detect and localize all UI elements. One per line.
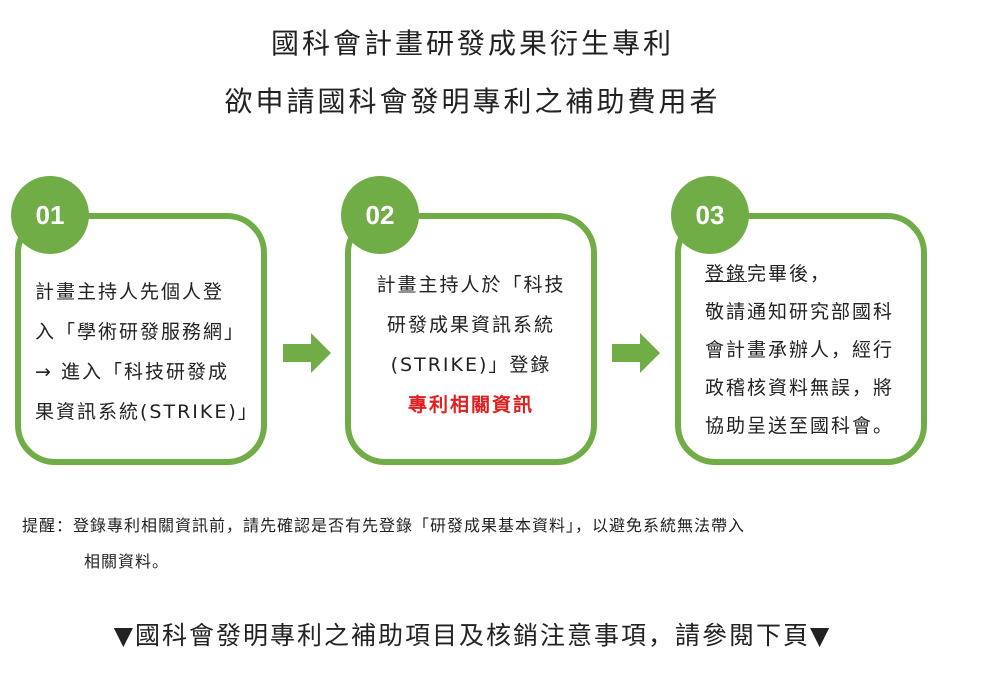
footer-notice: ▼國科會發明專利之補助項目及核銷注意事項，請參閱下頁▼ bbox=[113, 621, 832, 650]
step-3-line: 協助呈送至國科會。 bbox=[705, 415, 895, 437]
step-1-number: 01 bbox=[11, 176, 89, 254]
step-1-text: 計畫主持人先個人登 入「學術研發服務網」 → 進入「科技研發成 果資訊系統(ST… bbox=[35, 272, 259, 432]
step-2-line: 計畫主持人於「科技 bbox=[376, 274, 566, 296]
step-3-line: 敬請通知研究部國科 bbox=[705, 301, 895, 323]
reminder-note: 提醒：登錄專利相關資訊前，請先確認是否有先登錄「研發成果基本資料」，以避免系統無… bbox=[22, 508, 745, 580]
step-1-line: 計畫主持人先個人登 bbox=[35, 281, 225, 303]
step-3-first-rest: 完畢後， bbox=[747, 263, 832, 285]
step-2-highlight: 專利相關資訊 bbox=[407, 394, 534, 416]
title-line-2: 欲申請國科會發明專利之補助費用者 bbox=[224, 85, 721, 118]
step-1-line: 果資訊系統(STRIKE)」 bbox=[35, 401, 259, 423]
step-1-box bbox=[15, 213, 267, 465]
step-3-line: 政稽核資料無誤，將 bbox=[705, 377, 895, 399]
step-2-box bbox=[345, 213, 597, 465]
step-3-number: 03 bbox=[671, 176, 749, 254]
step-2-text: 計畫主持人於「科技 研發成果資訊系統 (STRIKE)」登錄 專利相關資訊 bbox=[351, 265, 591, 425]
step-2-line: 研發成果資訊系統 bbox=[386, 314, 555, 336]
step-3-line: 登錄完畢後， bbox=[705, 255, 894, 293]
step-2-line: (STRIKE)」登錄 bbox=[390, 354, 552, 376]
step-3-text: 登錄完畢後， 敬請通知研究部國科 會計畫承辦人，經行 政稽核資料無誤，將 協助呈… bbox=[705, 255, 894, 445]
arrow-right-icon bbox=[283, 333, 331, 373]
step-2-number: 02 bbox=[341, 176, 419, 254]
reminder-line-1: 提醒：登錄專利相關資訊前，請先確認是否有先登錄「研發成果基本資料」，以避免系統無… bbox=[22, 516, 746, 535]
step-3-box bbox=[675, 213, 927, 465]
step-1-line: → 進入「科技研發成 bbox=[35, 361, 229, 383]
arrow-right-icon bbox=[612, 333, 660, 373]
step-3-line: 會計畫承辦人，經行 bbox=[705, 339, 895, 361]
step-3-underlined: 登錄 bbox=[705, 263, 748, 285]
step-1-line: 入「學術研發服務網」 bbox=[35, 321, 246, 343]
title-line-1: 國科會計畫研發成果衍生專利 bbox=[270, 27, 674, 60]
reminder-line-2: 相關資料。 bbox=[84, 552, 170, 571]
